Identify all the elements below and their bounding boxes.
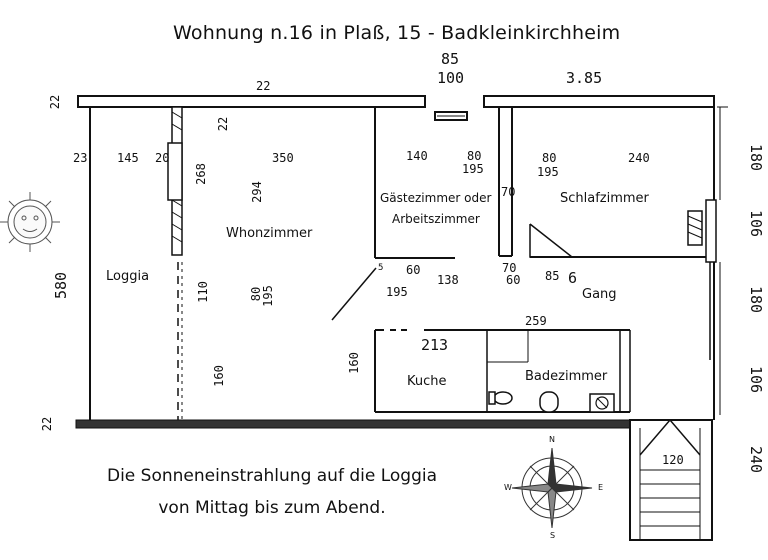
dim-wohn-195: 195 (260, 285, 275, 307)
compass-s: S (550, 531, 556, 540)
dim-mid-60: 60 (406, 263, 421, 277)
dim-top-85: 85 (441, 50, 460, 68)
top-wall-left (77, 95, 426, 108)
dim-schlaf-80: 80 (542, 151, 557, 165)
compass-w: W (504, 483, 512, 492)
dim-kuche-160: 160 (346, 352, 361, 374)
room-kuche: Kuche (407, 374, 447, 389)
loggia-door (167, 142, 183, 201)
dim-right-240: 240 (747, 445, 766, 474)
dim-loggia-20: 20 (155, 151, 170, 165)
dim-wohn-110: 110 (195, 281, 210, 303)
dim-gang-60: 60 (506, 273, 521, 287)
dim-gang-85: 85 (545, 269, 560, 283)
dim-bad-259: 259 (525, 314, 547, 328)
dim-gang-6: 6 (568, 269, 578, 287)
dim-gaeste-195: 195 (462, 162, 484, 176)
dim-right-180-a: 180 (747, 143, 766, 172)
dim-mid-195: 195 (386, 285, 408, 299)
room-schlafzimmer: Schlafzimmer (560, 191, 649, 206)
dim-top-22: 22 (256, 79, 271, 93)
dim-mid-5: 5 (378, 263, 384, 273)
dim-left-580: 580 (52, 271, 71, 300)
dim-kuche-213: 213 (421, 336, 449, 354)
sun-icon (0, 192, 60, 252)
dim-right-106-a: 106 (747, 209, 766, 238)
dim-wohn-350: 350 (272, 151, 294, 165)
toilet-icon (493, 391, 513, 405)
caption-line-1: Die Sonneneinstrahlung auf die Loggia (106, 466, 438, 486)
page-title: Wohnung n.16 in Plaß, 15 - Badkleinkirch… (173, 22, 621, 44)
dim-loggia-145: 145 (117, 151, 139, 165)
dim-top-100: 100 (437, 69, 465, 87)
dim-gang-70: 70 (502, 261, 517, 275)
dim-left-23: 23 (73, 151, 88, 165)
dim-gaeste-80: 80 (467, 149, 482, 163)
dim-right-106-b: 106 (747, 365, 766, 394)
dim-left-22-top: 22 (48, 94, 63, 110)
compass-e: E (598, 483, 604, 492)
dim-schlaf-195: 195 (537, 165, 559, 179)
dim-top-385: 3.85 (566, 69, 603, 87)
sink-icon (539, 391, 559, 413)
dim-gaeste-70: 70 (501, 185, 516, 199)
dim-gaeste-140: 140 (406, 149, 428, 163)
room-badezimmer: Badezimmer (525, 369, 608, 384)
dim-wohn-22: 22 (216, 116, 231, 132)
dim-door-268: 268 (193, 163, 208, 185)
dim-stair-120: 120 (662, 453, 684, 467)
compass-icon (511, 447, 593, 529)
room-gaestezimmer-1: Gästezimmer oder (380, 191, 492, 205)
dim-schlaf-240: 240 (628, 151, 650, 165)
dim-mid-138: 138 (437, 273, 459, 287)
room-wohnzimmer: Whonzimmer (226, 226, 313, 241)
schlaf-window (687, 210, 703, 246)
dim-wohn-160: 160 (211, 365, 226, 387)
bottom-wall (75, 419, 643, 429)
compass-n: N (549, 435, 555, 444)
room-loggia: Loggia (106, 269, 150, 284)
room-gang: Gang (582, 287, 617, 302)
staircase (629, 419, 713, 541)
room-gaestezimmer-2: Arbeitszimmer (392, 212, 480, 226)
dim-right-180-b: 180 (747, 285, 766, 314)
top-wall-right (483, 95, 715, 108)
dim-left-22-bottom: 22 (40, 416, 55, 432)
dim-wohn-294: 294 (249, 181, 264, 203)
caption-line-2: von Mittag bis zum Abend. (158, 498, 386, 518)
